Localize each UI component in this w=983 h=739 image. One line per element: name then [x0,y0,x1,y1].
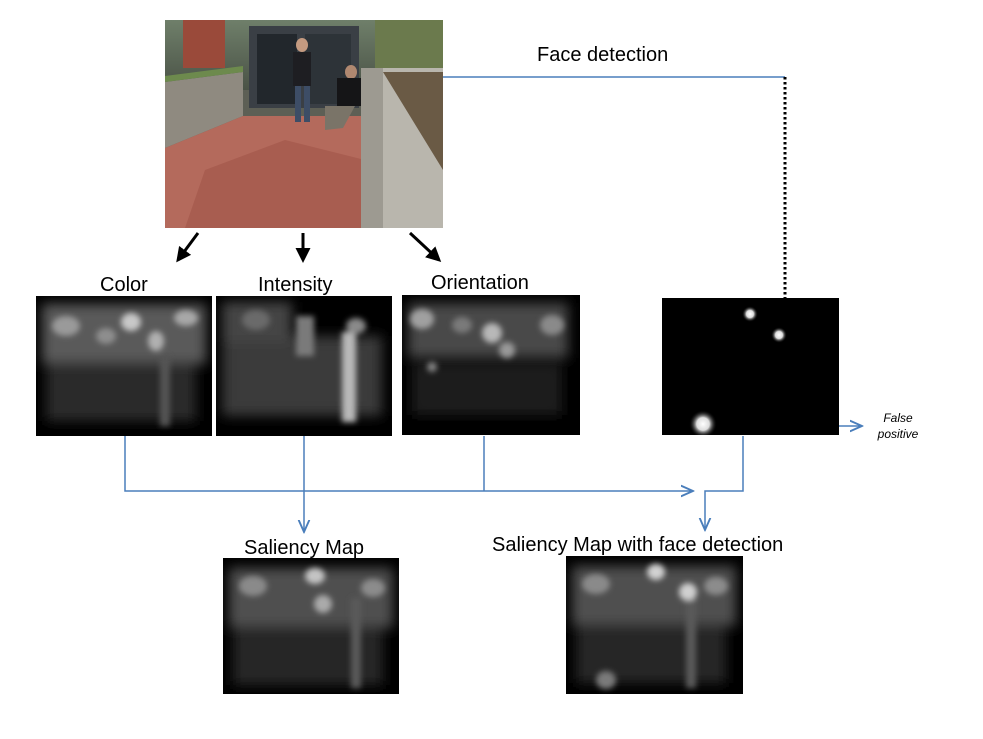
saliency-face-label: Saliency Map with face detection [492,534,784,556]
arrow-to-orientation [408,231,442,263]
saliency-map [223,558,399,694]
face-blob [742,306,758,322]
orientation-map [402,295,580,435]
arrow-to-color [176,232,200,263]
color-label: Color [100,274,148,296]
face-to-combined-arrow [705,436,744,530]
saliency-face-map [566,556,743,694]
color-combine-line [124,436,693,491]
false-positive-line2: positive [877,427,919,441]
face-blob [771,327,787,343]
saliency-map-label: Saliency Map [244,537,365,559]
orientation-label: Orientation [431,272,529,294]
input-photo [165,20,443,228]
false-positive-blob [689,410,717,435]
color-map [36,296,212,436]
face-detection-label: Face detection [537,44,669,66]
false-positive-line1: False [883,411,913,425]
false-positive-label: False positive [868,410,928,442]
intensity-label: Intensity [258,274,333,296]
face-detection-map [662,298,839,435]
intensity-map [216,296,392,436]
